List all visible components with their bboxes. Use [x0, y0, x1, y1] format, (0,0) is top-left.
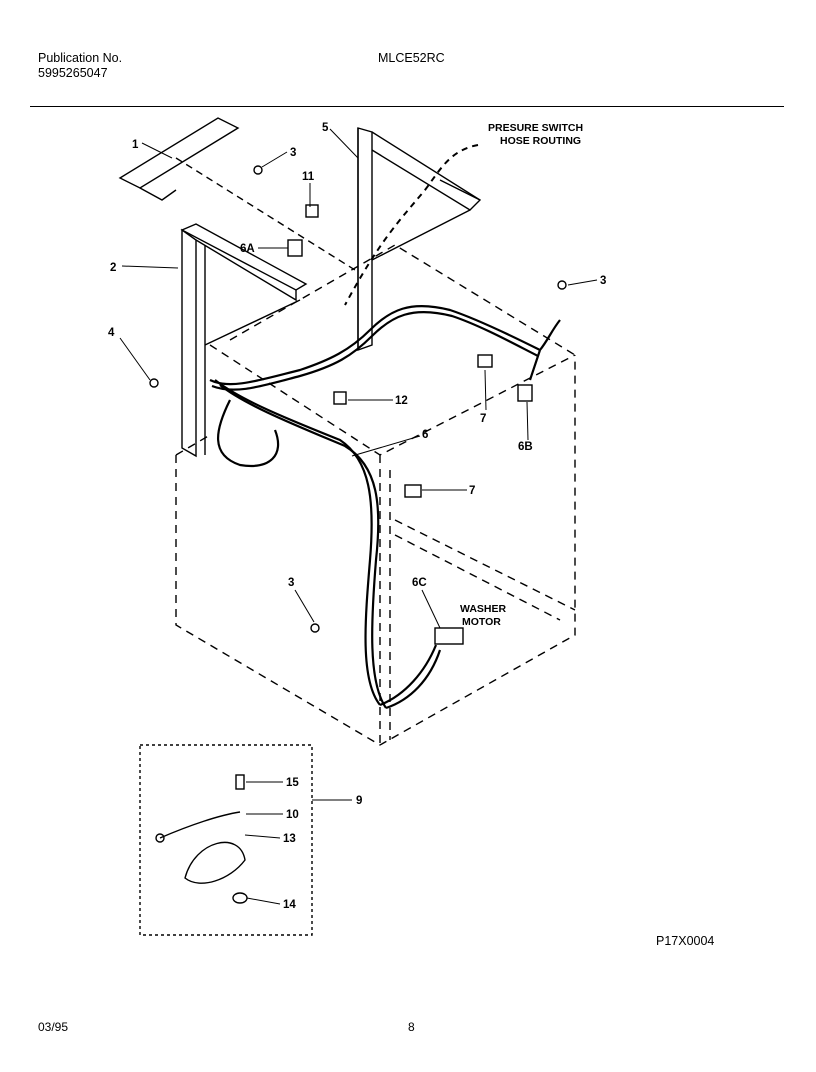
- ground-wire-10: [159, 811, 241, 839]
- pressure-switch-note-line2: HOSE ROUTING: [500, 135, 581, 147]
- ground-strap-13: [184, 841, 246, 884]
- callout-8: 6: [422, 429, 428, 441]
- clip-7-top: [477, 354, 493, 368]
- model-number: MLCE52RC: [378, 51, 445, 65]
- clip-11: [305, 204, 319, 218]
- connector-6a: [287, 239, 303, 257]
- screw-3-right: [557, 280, 567, 290]
- pressure-switch-note-line1: PRESURE SWITCH: [488, 122, 583, 134]
- ground-kit-box: [139, 744, 313, 936]
- callout-3-right: 3: [600, 275, 606, 287]
- callout-14: 14: [283, 899, 296, 911]
- callout-15: 15: [286, 777, 299, 789]
- screw-3-top: [253, 165, 263, 175]
- nut-14: [232, 892, 248, 904]
- page-number: 8: [408, 1020, 415, 1034]
- wire-harness-8: [209, 305, 561, 710]
- screw-15: [235, 774, 245, 790]
- screw-4: [149, 378, 159, 388]
- callout-3-top: 3: [290, 147, 296, 159]
- callout-6a: 6A: [240, 243, 255, 255]
- clip-12: [333, 391, 347, 405]
- leader-lines: [119, 128, 598, 905]
- callout-6c: 6C: [412, 577, 427, 589]
- clip-7-front: [404, 484, 422, 498]
- washer-motor-note-line1: WASHER: [460, 603, 507, 615]
- publication-number: 5995265047: [38, 66, 108, 80]
- callout-12: 12: [395, 395, 408, 407]
- callout-3-bottom: 3: [288, 577, 294, 589]
- callout-2: 2: [110, 262, 116, 274]
- callout-7-top: 7: [480, 413, 486, 425]
- header-divider: [30, 106, 784, 107]
- callout-4: 4: [108, 327, 115, 339]
- callout-5: 5: [322, 122, 329, 134]
- connector-6c: [434, 627, 464, 645]
- publication-label: Publication No.: [38, 51, 123, 65]
- callout-6b: 6B: [518, 441, 533, 453]
- left-frame-2: [180, 223, 308, 458]
- screw-3-bottom: [310, 623, 320, 633]
- ring-terminal: [155, 833, 165, 843]
- top-bracket-1: [118, 117, 356, 271]
- right-frame-5: [357, 127, 482, 351]
- connector-6b: [517, 384, 533, 402]
- callout-11: 11: [302, 171, 315, 183]
- callout-7-front: 7: [469, 485, 475, 497]
- callout-10: 10: [286, 809, 299, 821]
- pressure-hose-route: [344, 144, 479, 306]
- callout-1: 1: [132, 139, 139, 151]
- callout-9: 9: [356, 795, 362, 807]
- washer-motor-note-line2: MOTOR: [462, 616, 501, 628]
- footer-date: 03/95: [38, 1020, 69, 1034]
- callout-13: 13: [283, 833, 296, 845]
- cabinet-outline: [175, 244, 576, 746]
- figure-code: P17X0004: [656, 934, 715, 948]
